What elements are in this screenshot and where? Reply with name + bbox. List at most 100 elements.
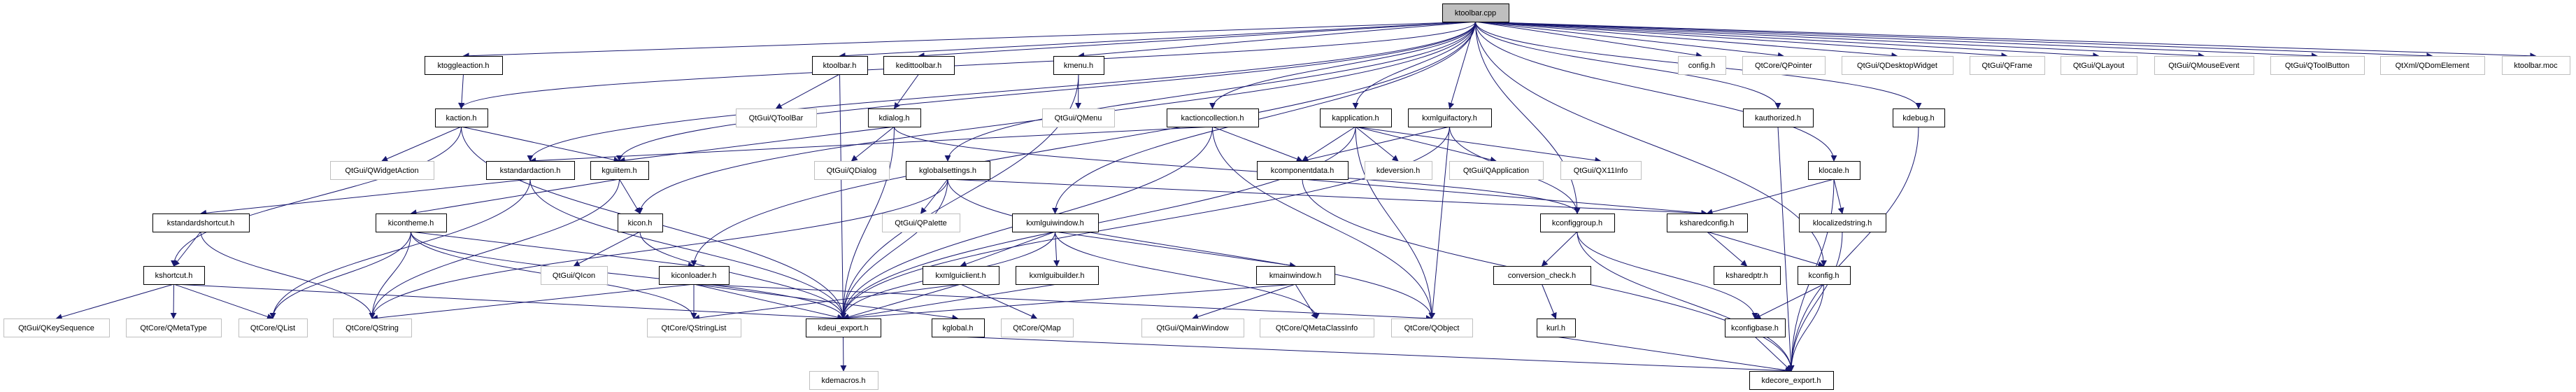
node-box: [333, 318, 412, 337]
node-kicon-h[interactable]: kicon.h: [618, 214, 663, 232]
node-kmainwindow-h[interactable]: kmainwindow.h: [1256, 266, 1335, 285]
node-label: kxmlguiwindow.h: [1026, 219, 1084, 227]
node-ksharedptr-h[interactable]: ksharedptr.h: [1714, 266, 1781, 285]
node-kaction-h[interactable]: kaction.h: [435, 108, 488, 127]
node-kxmlguifactory-h[interactable]: kxmlguifactory.h: [1408, 108, 1492, 127]
node-kdebug-h[interactable]: kdebug.h: [1893, 108, 1945, 127]
node-kapplication-h[interactable]: kapplication.h: [1320, 108, 1392, 127]
node-qtgui-qmainwindow[interactable]: QtGui/QMainWindow: [1141, 318, 1244, 337]
edge-ktoolbar-cpp-to-kauthorized-h: [1475, 21, 1781, 109]
node-label: QtCore/QPointer: [1755, 62, 1812, 70]
node-qtgui-qmenu[interactable]: QtGui/QMenu: [1042, 108, 1115, 127]
node-kdeui-export-h[interactable]: kdeui_export.h: [806, 318, 881, 337]
node-qtcore-qstringlist[interactable]: QtCore/QStringList: [647, 318, 741, 337]
edge-kapplication-h-to-qtgui-qapplication: [1355, 126, 1497, 163]
node-conversion-check-h[interactable]: conversion_check.h: [1493, 266, 1591, 285]
node-kguiitem-h[interactable]: kguiitem.h: [590, 161, 649, 180]
node-kedittoolbar-h[interactable]: kedittoolbar.h: [883, 56, 955, 75]
node-ktoolbar-h[interactable]: ktoolbar.h: [812, 56, 868, 75]
node-qtxml-qdomelement[interactable]: QtXml/QDomElement: [2380, 56, 2485, 75]
edge-ktoolbar-cpp-to-klocale-h: [1475, 21, 1837, 162]
node-kconfiggroup-h[interactable]: kconfiggroup.h: [1540, 214, 1615, 232]
edge-kxmlguifactory-h-to-qtcore-qobject: [1429, 126, 1450, 319]
node-label: kmenu.h: [1064, 62, 1093, 70]
node-ktoolbar-moc[interactable]: ktoolbar.moc: [2502, 56, 2570, 75]
node-kstandardaction-h[interactable]: kstandardaction.h: [486, 161, 575, 180]
node-ktoggleaction-h[interactable]: ktoggleaction.h: [425, 56, 503, 75]
node-config-h[interactable]: config.h: [1678, 56, 1726, 75]
node-qtcore-qpointer[interactable]: QtCore/QPointer: [1742, 56, 1826, 75]
node-label: kshortcut.h: [155, 272, 193, 280]
edge-kxmlguiclient-h-to-qtcore-qmap: [960, 284, 1038, 319]
node-label: kstandardaction.h: [500, 167, 561, 175]
node-label: QtCore/QStringList: [662, 324, 727, 332]
node-qtgui-qicon[interactable]: QtGui/QIcon: [541, 266, 608, 285]
node-qtgui-qx11info[interactable]: QtGui/QX11Info: [1560, 161, 1642, 180]
node-qtgui-qtoolbutton[interactable]: QtGui/QToolButton: [2270, 56, 2365, 75]
edge-kactioncollection-h-to-kcomponentdata-h: [1212, 126, 1303, 162]
edge-kxmlguiwindow-h-to-kxmlguibuilder-h: [1053, 231, 1060, 267]
node-kxmlguibuilder-h[interactable]: kxmlguibuilder.h: [1016, 266, 1099, 285]
edge-kshortcut-h-to-kdeui-export-h: [173, 284, 844, 322]
node-kicontheme-h[interactable]: kicontheme.h: [376, 214, 447, 232]
node-kconfigbase-h[interactable]: kconfigbase.h: [1725, 318, 1786, 337]
node-kdecore-export-h[interactable]: kdecore_export.h: [1749, 371, 1834, 390]
node-kauthorized-h[interactable]: kauthorized.h: [1743, 108, 1814, 127]
node-label: QtCore/QMap: [1013, 324, 1060, 332]
node-box: [647, 318, 741, 337]
edge-kxmlguifactory-h-to-kcomponentdata-h: [1302, 126, 1450, 163]
node-qtcore-qmap[interactable]: QtCore/QMap: [1001, 318, 1074, 337]
node-qtgui-qwidgetaction[interactable]: QtGui/QWidgetAction: [330, 161, 434, 180]
node-kxmlguiwindow-h[interactable]: kxmlguiwindow.h: [1012, 214, 1099, 232]
node-box: [1842, 56, 1954, 75]
edge-ktoolbar-cpp-to-qtgui-qdesktopwidget: [1475, 21, 1898, 59]
node-kglobalsettings-h[interactable]: kglobalsettings.h: [906, 161, 990, 180]
node-label: QtGui/QApplication: [1463, 167, 1529, 175]
node-kmenu-h[interactable]: kmenu.h: [1053, 56, 1104, 75]
node-kdialog-h[interactable]: kdialog.h: [868, 108, 921, 127]
node-qtgui-qkeysequence[interactable]: QtGui/QKeySequence: [3, 318, 110, 337]
node-kxmlguiclient-h[interactable]: kxmlguiclient.h: [923, 266, 999, 285]
node-label: kauthorized.h: [1755, 114, 1801, 122]
node-label: kdeversion.h: [1376, 167, 1420, 175]
node-box: [1365, 161, 1432, 180]
node-qtcore-qmetatype[interactable]: QtCore/QMetaType: [126, 318, 222, 337]
node-qtgui-qapplication[interactable]: QtGui/QApplication: [1449, 161, 1544, 180]
edge-conversion-check-h-to-kurl-h: [1542, 284, 1557, 319]
node-box: [1798, 266, 1851, 285]
node-klocalizedstring-h[interactable]: klocalizedstring.h: [1799, 214, 1886, 232]
node-qtgui-qtoolbar[interactable]: QtGui/QToolBar: [736, 108, 817, 127]
node-qtgui-qpalette[interactable]: QtGui/QPalette: [882, 214, 960, 232]
edge-kicontheme-h-to-qtcore-qlist: [269, 231, 411, 319]
node-qtgui-qdialog[interactable]: QtGui/QDialog: [814, 161, 890, 180]
node-kdeversion-h[interactable]: kdeversion.h: [1365, 161, 1432, 180]
node-kconfig-h[interactable]: kconfig.h: [1798, 266, 1851, 285]
node-kactioncollection-h[interactable]: kactioncollection.h: [1167, 108, 1259, 127]
node-box: [435, 108, 488, 127]
node-ksharedconfig-h[interactable]: ksharedconfig.h: [1667, 214, 1748, 232]
node-kiconloader-h[interactable]: kiconloader.h: [659, 266, 730, 285]
node-box: [882, 214, 960, 232]
node-qtgui-qdesktopwidget[interactable]: QtGui/QDesktopWidget: [1842, 56, 1954, 75]
node-qtcore-qobject[interactable]: QtCore/QObject: [1391, 318, 1473, 337]
node-qtgui-qmouseevent[interactable]: QtGui/QMouseEvent: [2154, 56, 2254, 75]
node-label: ksharedconfig.h: [1680, 219, 1735, 227]
edge-kaction-h-to-kguiitem-h: [461, 126, 620, 163]
edge-ktoolbar-cpp-to-qtgui-qframe: [1475, 21, 2008, 59]
node-qtcore-qstring[interactable]: QtCore/QString: [333, 318, 412, 337]
node-ktoolbar-cpp[interactable]: ktoolbar.cpp: [1442, 4, 1509, 22]
node-qtgui-qlayout[interactable]: QtGui/QLayout: [2061, 56, 2137, 75]
node-kshortcut-h[interactable]: kshortcut.h: [143, 266, 205, 285]
node-qtcore-qlist[interactable]: QtCore/QList: [239, 318, 308, 337]
node-kstandardshortcut-h[interactable]: kstandardshortcut.h: [152, 214, 250, 232]
edge-kshortcut-h-to-qtcore-qmetatype: [170, 284, 177, 319]
edge-kcomponentdata-h-to-ksharedconfig-h: [1302, 178, 1708, 216]
node-kglobal-h[interactable]: kglobal.h: [932, 318, 985, 337]
node-kdemacros-h[interactable]: kdemacros.h: [809, 371, 878, 390]
node-kcomponentdata-h[interactable]: kcomponentdata.h: [1257, 161, 1349, 180]
node-klocale-h[interactable]: klocale.h: [1808, 161, 1860, 180]
edge-ktoggleaction-h-to-kaction-h: [458, 74, 465, 109]
node-kurl-h[interactable]: kurl.h: [1537, 318, 1576, 337]
node-qtcore-qmetaclassinfo[interactable]: QtCore/QMetaClassInfo: [1260, 318, 1374, 337]
node-qtgui-qframe[interactable]: QtGui/QFrame: [1970, 56, 2045, 75]
